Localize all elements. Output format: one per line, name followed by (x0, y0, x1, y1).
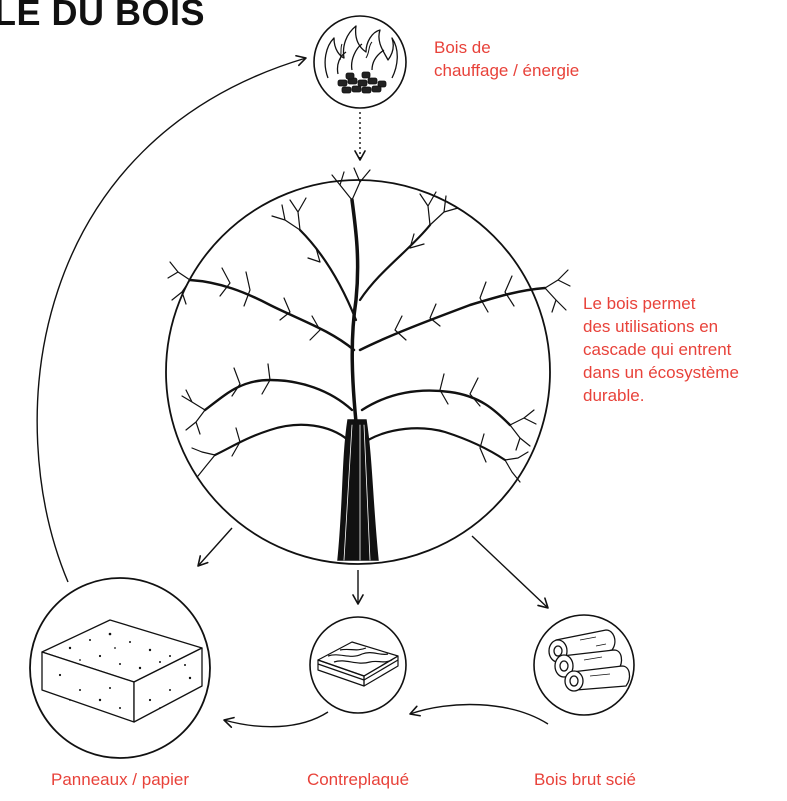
plywood-label-text: Contreplaqué (306, 770, 410, 789)
logs-icon (548, 629, 631, 692)
panels-label-text: Panneaux / papier (51, 770, 189, 789)
description-line: durable. (583, 386, 645, 405)
tree-circle (165, 179, 551, 565)
arrow-tree-to-sawn (471, 535, 549, 609)
arrow-sawn-to-plywood (409, 703, 549, 725)
description-text: Le bois permet des utilisations en casca… (583, 292, 739, 407)
description-line: des utilisations en (583, 317, 719, 336)
plywood-circle (309, 616, 407, 714)
description-line: dans un écosystème (583, 363, 739, 382)
plywood-label: Contreplaqué (278, 768, 438, 791)
particle-board-icon (41, 619, 203, 723)
description-line: Le bois permet (583, 294, 696, 313)
fuel-label-line2: chauffage / énergie (434, 61, 580, 80)
tree-icon (167, 167, 571, 561)
plywood-icon (317, 641, 399, 687)
panels-circle (29, 577, 211, 759)
panels-label: Panneaux / papier (30, 768, 210, 791)
description-line: cascade qui entrent (583, 340, 732, 359)
arrow-plywood-to-panels (223, 711, 329, 729)
fuel-label-line1: Bois de (434, 38, 491, 57)
page-title: LE DU BOIS (0, 0, 206, 33)
arrow-panels-to-fuel (36, 54, 307, 583)
fuel-label: Bois de chauffage / énergie (434, 36, 579, 82)
fire-pellets-icon (324, 25, 398, 94)
fuel-circle (313, 15, 407, 109)
sawn-label-text: Bois brut scié (533, 770, 637, 789)
sawn-label: Bois brut scié (505, 768, 665, 791)
sawn-circle (533, 614, 635, 716)
arrow-tree-to-panels (197, 527, 233, 567)
